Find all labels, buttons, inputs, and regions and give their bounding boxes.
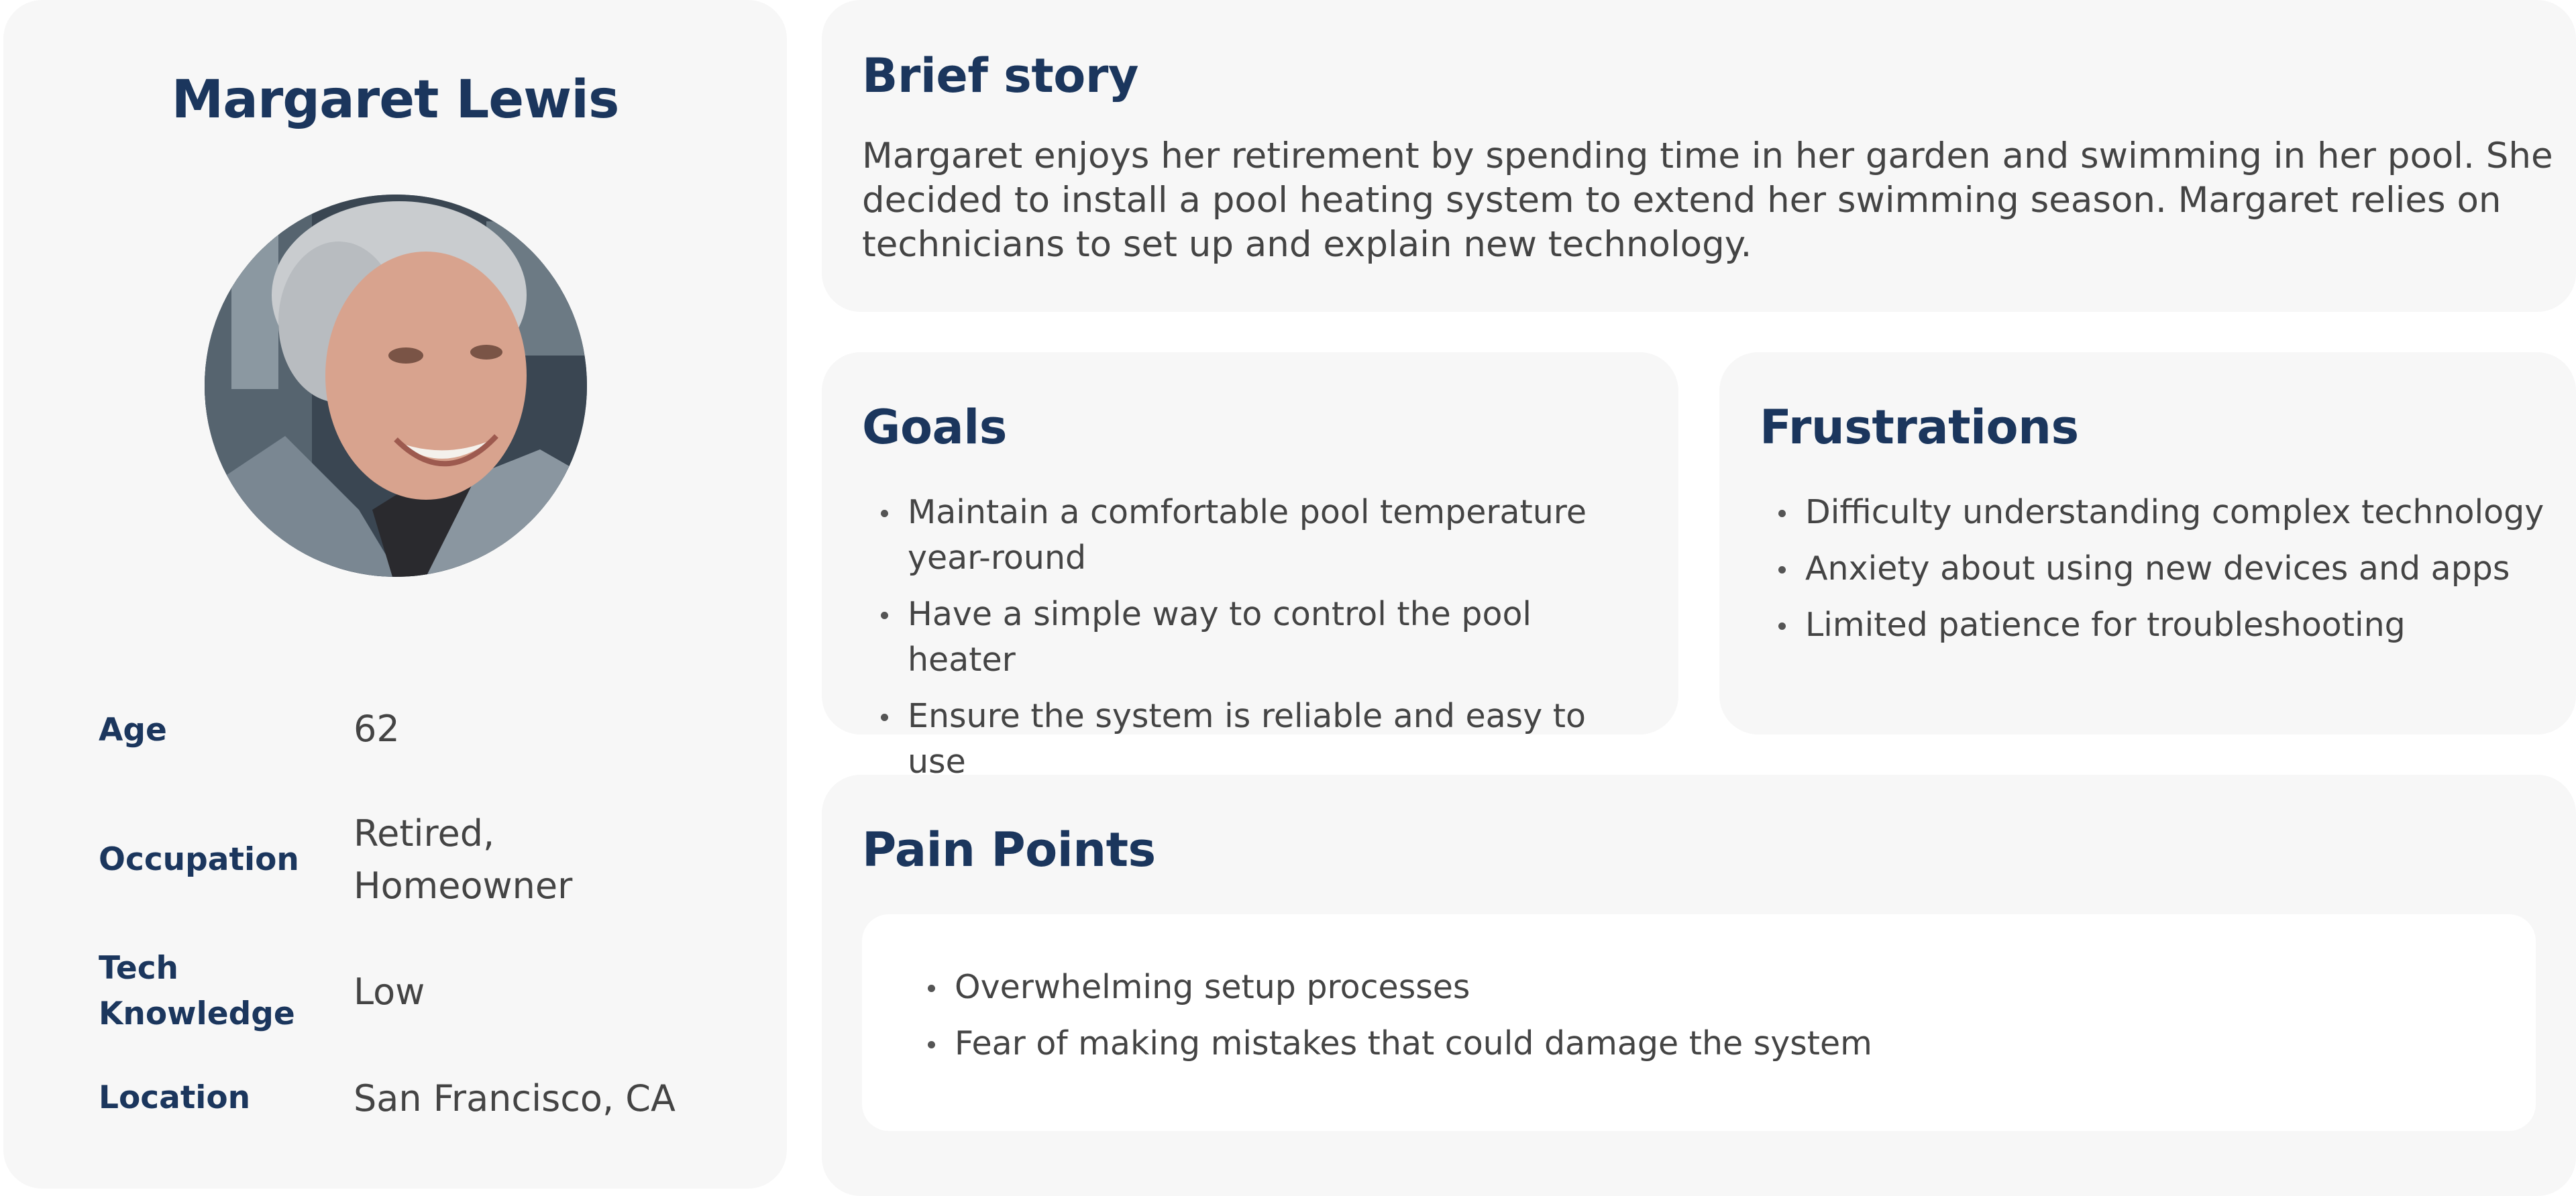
goals-item: Have a simple way to control the pool he…: [862, 592, 1633, 683]
tech-knowledge-label: Tech Knowledge: [99, 950, 295, 1032]
brief-story-card: Brief story Margaret enjoys her retireme…: [822, 0, 2576, 312]
age-label: Age: [99, 712, 167, 749]
pain-points-item: Fear of making mistakes that could damag…: [909, 1021, 2506, 1067]
pain-points-title: Pain Points: [862, 822, 1156, 877]
location-label: Location: [99, 1079, 251, 1116]
frustrations-card: Frustrations Difficulty understanding co…: [1719, 352, 2576, 735]
brief-story-title: Brief story: [862, 48, 1139, 103]
goals-item: Ensure the system is reliable and easy t…: [862, 694, 1633, 785]
profile-name: Margaret Lewis: [171, 70, 620, 130]
frustrations-title: Frustrations: [1760, 400, 2079, 455]
goals-item: Maintain a comfortable pool temperature …: [862, 490, 1633, 581]
profile-avatar: [205, 195, 587, 577]
pain-points-list: Overwhelming setup processes Fear of mak…: [909, 965, 2506, 1077]
brief-story-text: Margaret enjoys her retirement by spendi…: [862, 135, 2553, 265]
frustrations-item: Limited patience for troubleshooting: [1760, 602, 2571, 648]
profile-card: Margaret Lewis Ag: [3, 0, 787, 1189]
pain-points-box: Overwhelming setup processes Fear of mak…: [862, 914, 2536, 1131]
location-value: San Francisco, CA: [354, 1077, 676, 1120]
frustrations-item: Anxiety about using new devices and apps: [1760, 546, 2571, 592]
occupation-label: Occupation: [99, 841, 299, 878]
goals-card: Goals Maintain a comfortable pool temper…: [822, 352, 1678, 781]
pain-points-item: Overwhelming setup processes: [909, 965, 2506, 1010]
frustrations-item: Difficulty understanding complex technol…: [1760, 490, 2571, 535]
pain-points-card: Pain Points Overwhelming setup processes…: [822, 775, 2576, 1196]
goals-title: Goals: [862, 400, 1007, 455]
frustrations-list: Difficulty understanding complex technol…: [1760, 490, 2571, 659]
goals-list: Maintain a comfortable pool temperature …: [862, 490, 1633, 796]
occupation-value: Retired, Homeowner: [354, 812, 573, 907]
tech-knowledge-value: Low: [354, 971, 425, 1013]
age-value: 62: [354, 708, 400, 750]
portrait-illustration: [205, 195, 587, 577]
